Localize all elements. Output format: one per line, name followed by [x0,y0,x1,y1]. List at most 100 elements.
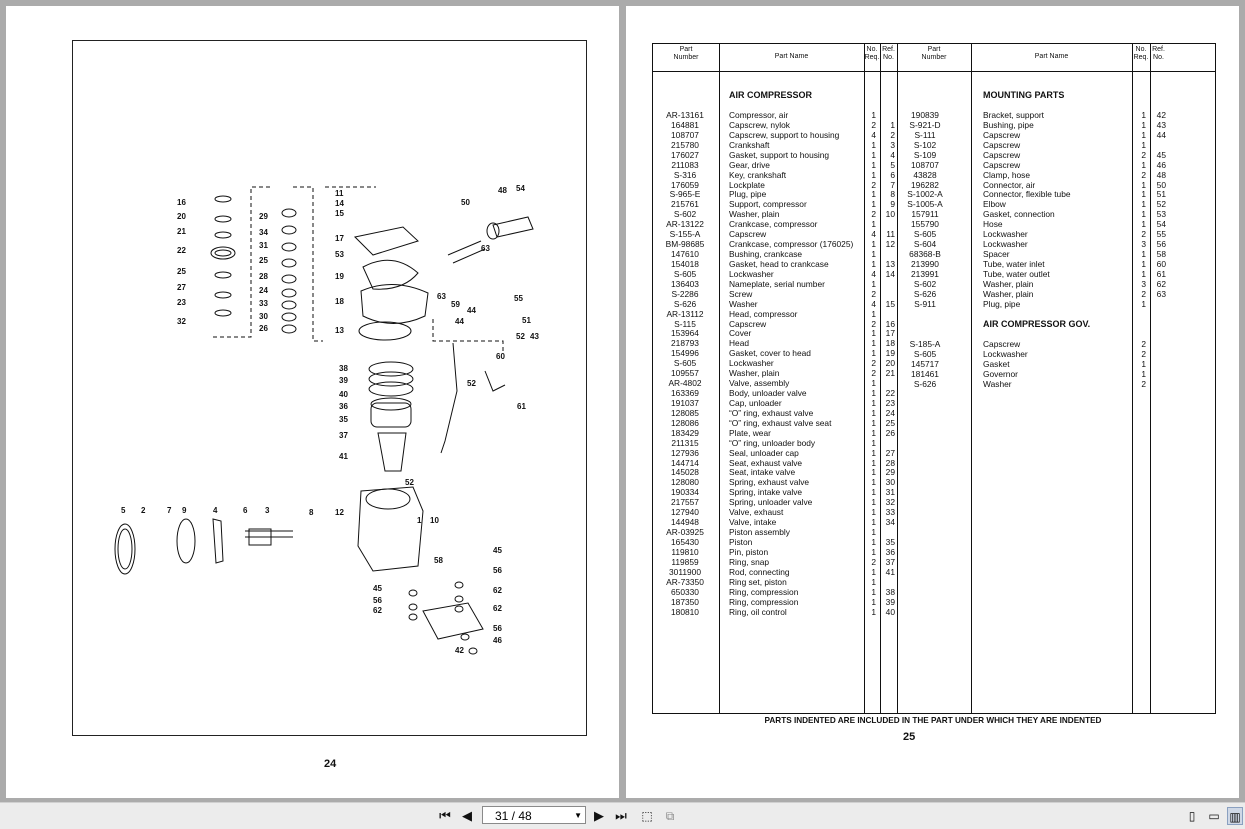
part-name-cell: Bushing, crankcase [729,249,803,260]
part-number-cell: S-602 [673,209,697,220]
part-number-cell: S-602 [913,278,937,289]
page-select[interactable]: 31 / 48 ▼ [482,806,586,824]
ref-cell: 30 [885,477,895,488]
callout-number: 14 [335,199,344,208]
ref-cell: 15 [885,298,895,309]
part-name-cell: Gasket, connection [983,209,1055,220]
ref-cell: 44 [1156,129,1166,140]
part-number-cell: 119859 [671,556,699,567]
section-title-air-compressor: AIR COMPRESSOR [729,90,813,100]
qty-cell: 2 [871,556,876,567]
part-number-cell: S-115 [674,318,696,329]
part-number-cell: 215780 [671,139,699,150]
ref-cell: 41 [885,566,895,577]
callout-number: 45 [493,546,502,555]
callout-number: 1 [417,516,422,525]
part-number-cell: S-1002-A [907,189,943,200]
part-number-cell: 213990 [911,258,939,269]
callout-number: 62 [493,604,502,613]
part-name-cell: Ring set, piston [729,576,787,587]
callout-number: 11 [335,189,344,198]
part-number-cell: 145028 [671,467,699,478]
ref-cell: 51 [1156,189,1166,200]
part-number-cell: 128085 [671,407,699,418]
callout-number: 41 [339,452,348,461]
part-name-cell: Capscrew [983,149,1021,160]
viewer-toolbar: ⏮ ◀ 31 / 48 ▼ ▶ ⏭ ⬚ ⧉ ▯ ▭ ▥ [0,802,1245,829]
qty-cell: 2 [871,288,876,299]
unloader-part [281,225,297,235]
qty-cell: 4 [871,268,876,279]
hose [492,216,534,238]
callout-number: 46 [493,636,502,645]
part-name-cell: Ring, compression [729,586,799,597]
part-name-cell: Washer, plain [729,368,780,379]
prev-page-icon[interactable]: ◀ [462,808,472,823]
fit-width-icon[interactable]: ⧉ [665,809,675,823]
washer [408,603,418,611]
ref-cell: 25 [885,417,895,428]
part-name-cell: Ring, snap [729,556,770,567]
callout-number: 52 [405,478,414,487]
ref-cell: 28 [885,457,895,468]
qty-cell: 2 [1141,169,1146,180]
continuous-icon[interactable]: ▭ [1208,809,1220,823]
part-number-cell: S-626 [673,298,697,309]
qty-cell: 1 [1141,129,1146,140]
callout-number: 8 [309,508,314,517]
qty-cell: 2 [871,119,876,130]
qty-cell: 4 [871,229,876,240]
ref-cell: 48 [1156,169,1166,180]
part-number-cell: BM-98685 [665,239,705,250]
single-page-icon[interactable]: ▯ [1188,809,1196,823]
callout-number: 61 [517,402,526,411]
part-name-cell: Seal, unloader cap [729,447,799,458]
unloader-part [281,288,297,298]
drive-gear-inner [117,528,133,570]
last-page-icon[interactable]: ⏭ [615,808,627,823]
part-name-cell: Washer [729,298,758,309]
qty-cell: 1 [871,199,876,210]
header-part-name: Part Name [774,53,809,60]
first-page-icon[interactable]: ⏮ [439,808,451,823]
ref-cell: 2 [890,129,895,140]
fit-page-icon[interactable]: ⬚ [641,809,653,823]
qty-cell: 1 [1141,119,1146,130]
part-name-cell: Capscrew [983,129,1021,140]
part-number-cell: 154996 [671,348,699,359]
facing-icon[interactable]: ▥ [1227,807,1243,825]
part-name-cell: Seat, intake valve [729,467,796,478]
ref-cell: 40 [885,606,895,617]
callout-number: 50 [461,198,470,207]
part-number-cell: 3011900 [669,566,701,577]
ref-cell: 31 [885,487,895,498]
unloader-part [281,242,297,252]
part-name-cell: Body, unloader valve [729,388,807,399]
part-number-cell: 176027 [671,149,699,160]
qty-cell: 1 [871,338,876,349]
part-number-cell: 213991 [911,268,939,279]
part-number-cell: S-185-A [909,339,941,349]
part-name-cell: Cap, unloader [729,397,782,408]
ref-cell: 1 [890,119,895,130]
crankshaft [245,530,293,538]
next-page-icon[interactable]: ▶ [594,808,604,823]
callout-number: 19 [335,272,344,281]
